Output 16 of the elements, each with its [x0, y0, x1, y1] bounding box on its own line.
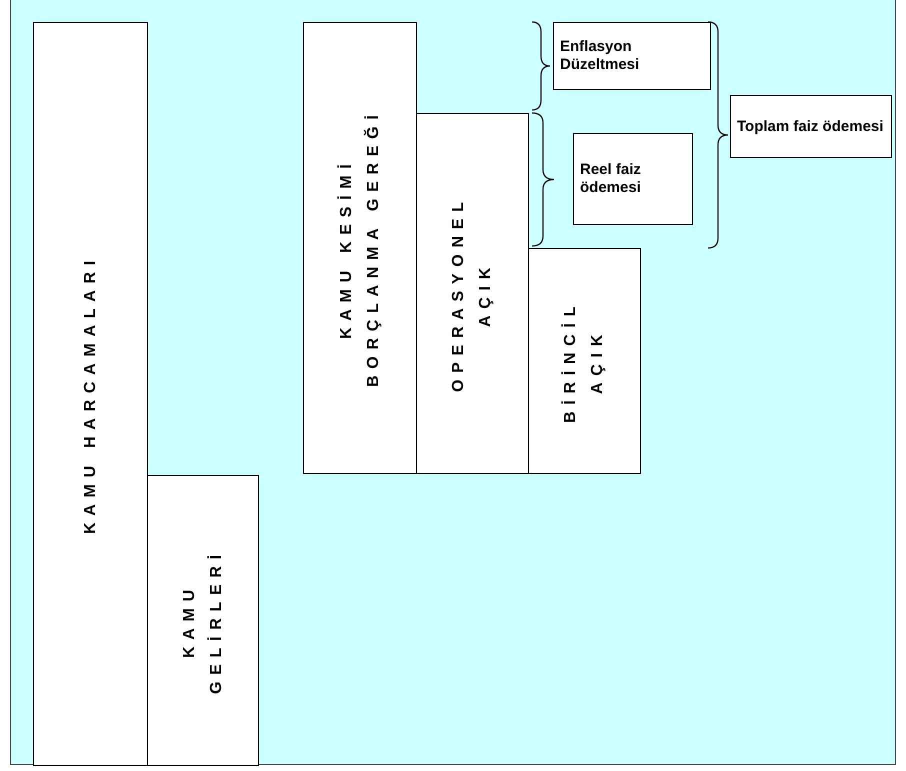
- box-label: Reel faiz ödemesi: [579, 161, 642, 197]
- bar-box: [303, 22, 417, 474]
- text-box: [553, 22, 711, 90]
- bar-box: [416, 113, 529, 474]
- text-box: [573, 133, 693, 225]
- box-label: Enflasyon Düzeltmesi: [559, 38, 640, 74]
- box-label: Toplam faiz ödemesi: [736, 118, 884, 136]
- bar-label: KAMU KESİMİ BORÇLANMA GEREĞİ: [336, 108, 383, 390]
- text-box: [730, 95, 892, 158]
- bar-box: [33, 22, 148, 766]
- bar-label: OPERASYONEL AÇIK: [449, 194, 496, 394]
- bar-label: KAMU GELİRLERİ: [180, 546, 226, 696]
- bar-label: KAMU HARCAMALARI: [80, 253, 100, 536]
- bar-box: [147, 475, 259, 766]
- bar-box: [528, 248, 641, 474]
- bar-label: BİRİNCİL AÇIK: [560, 298, 608, 425]
